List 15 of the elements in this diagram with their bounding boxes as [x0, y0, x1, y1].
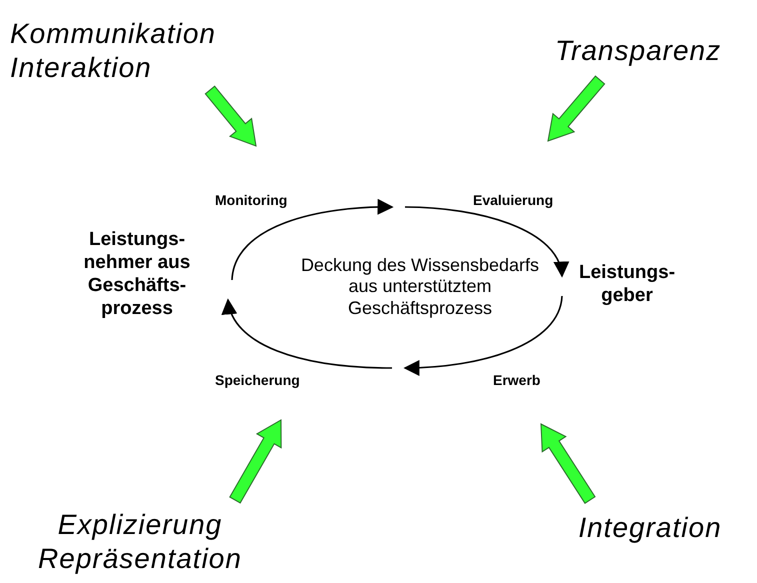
- phase-label: Monitoring: [215, 192, 288, 208]
- phase-label: Speicherung: [215, 372, 300, 388]
- theme-label: Kommunikation Interaktion: [10, 17, 217, 85]
- role-label: Leistungs- geber: [578, 262, 676, 308]
- phase-label: Evaluierung: [473, 192, 554, 208]
- role-label: Leistungs- nehmer aus Geschäfts- prozess: [82, 229, 192, 321]
- block-arrow: [547, 75, 606, 142]
- block-arrow: [540, 423, 596, 504]
- phase-label: Erwerb: [493, 372, 540, 388]
- center-text: Deckung des Wissensbedarfs aus unterstütztem Geschäftsprozess: [300, 254, 540, 320]
- theme-label: Integration: [577, 510, 723, 544]
- theme-label: Transparenz: [555, 34, 722, 68]
- block-arrow: [229, 419, 282, 504]
- block-arrow: [204, 85, 257, 147]
- theme-label: Explizierung Repräsentation: [37, 508, 243, 576]
